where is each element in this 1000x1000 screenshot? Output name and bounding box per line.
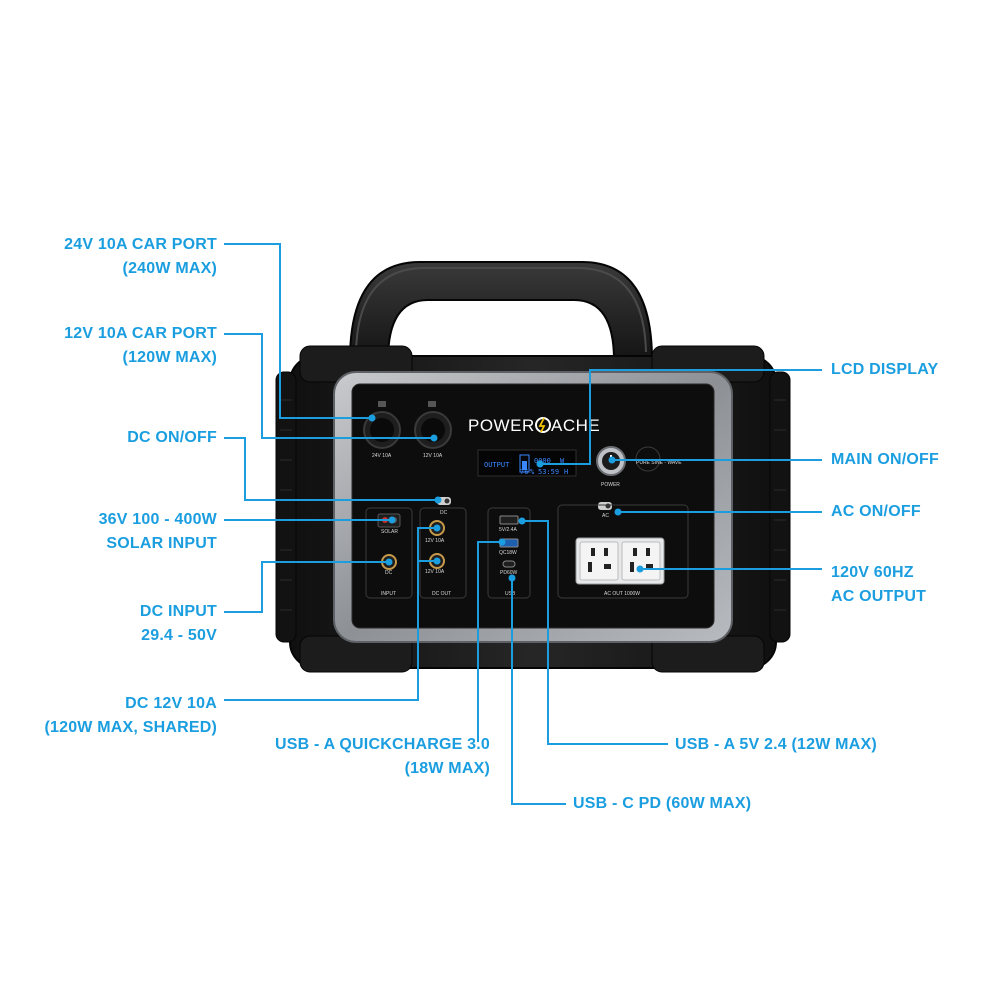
callout-dc-out: DC 12V 10A (120W MAX, SHARED) xyxy=(44,692,217,740)
callout-car-port-24v-line1: 24V 10A CAR PORT xyxy=(64,236,217,253)
callout-solar-input: 36V 100 - 400W SOLAR INPUT xyxy=(99,508,217,556)
dc-out-group xyxy=(419,507,467,599)
callout-car-port-24v-line2: (240W MAX) xyxy=(122,260,217,277)
usb-a-label: 5V/2.4A xyxy=(499,527,517,533)
svg-text:76: 76 xyxy=(520,468,528,476)
dc-out-2-label: 12V 10A xyxy=(425,569,445,575)
callout-usb-qc: USB - A QUICKCHARGE 3.0 (18W MAX) xyxy=(275,733,490,781)
callout-car-port-12v: 12V 10A CAR PORT (120W MAX) xyxy=(64,322,217,370)
callout-usb-c-line1: USB - C PD (60W MAX) xyxy=(573,795,752,812)
callout-ac-onoff: AC ON/OFF xyxy=(831,500,921,524)
callout-main-onoff-line1: MAIN ON/OFF xyxy=(831,451,939,468)
leader-lines xyxy=(224,243,822,805)
callout-ac-output-line1: 120V 60HZ xyxy=(831,564,914,581)
svg-text:OUTPUT: OUTPUT xyxy=(484,461,510,469)
callout-ac-output-line2: AC OUTPUT xyxy=(831,588,927,605)
car-port-12v-label: 12V 10A xyxy=(423,453,443,459)
ac-switch-label: AC xyxy=(602,513,609,519)
svg-text:POWER: POWER xyxy=(468,416,535,435)
callout-dc-out-line1: DC 12V 10A xyxy=(125,695,217,712)
ac-out-group xyxy=(557,504,689,599)
callout-usb-a: USB - A 5V 2.4 (12W MAX) xyxy=(675,733,877,757)
usb-a-port[interactable] xyxy=(499,515,519,525)
dc-out-group-label: DC OUT xyxy=(432,591,451,597)
callout-usb-c: USB - C PD (60W MAX) xyxy=(573,792,751,816)
callout-ac-onoff-line1: AC ON/OFF xyxy=(831,503,921,520)
svg-text:W: W xyxy=(560,457,565,465)
callout-dc-out-line2: (120W MAX, SHARED) xyxy=(44,719,217,736)
ac-outlet-panel[interactable] xyxy=(575,537,665,585)
usb-c-label: PD60W xyxy=(500,570,518,576)
usb-group-label: USB xyxy=(505,591,516,597)
callout-lcd-line1: LCD DISPLAY xyxy=(831,361,939,378)
input-group xyxy=(365,507,413,599)
callout-dc-input: DC INPUT 29.4 - 50V xyxy=(140,600,217,648)
device-body xyxy=(275,345,791,673)
callout-car-port-24v: 24V 10A CAR PORT (240W MAX) xyxy=(64,233,217,281)
svg-text:0000: 0000 xyxy=(534,457,551,465)
power-label: POWER xyxy=(601,482,620,488)
svg-text:53:59: 53:59 xyxy=(538,468,559,476)
svg-text:ACHE: ACHE xyxy=(551,416,600,435)
dc-out-1-label: 12V 10A xyxy=(425,538,445,544)
callout-dc-onoff-line1: DC ON/OFF xyxy=(127,429,217,446)
car-port-24v-label: 24V 10A xyxy=(372,453,392,459)
callout-main-onoff: MAIN ON/OFF xyxy=(831,448,939,472)
callout-usb-qc-line2: (18W MAX) xyxy=(404,760,490,777)
callout-usb-qc-line1: USB - A QUICKCHARGE 3.0 xyxy=(275,736,490,753)
callout-solar-line1: 36V 100 - 400W xyxy=(98,511,217,528)
sine-label: PURE SINE - WAVE xyxy=(636,460,682,466)
callout-dc-onoff: DC ON/OFF xyxy=(127,426,217,450)
input-group-label: INPUT xyxy=(381,591,396,597)
callout-car-port-12v-line2: (120W MAX) xyxy=(122,349,217,366)
callout-dc-input-line2: 29.4 - 50V xyxy=(141,627,217,644)
ac-out-label: AC OUT 1000W xyxy=(604,591,640,597)
dc-switch-label: DC xyxy=(440,510,448,516)
callout-solar-line2: SOLAR INPUT xyxy=(106,535,217,552)
carry-handle[interactable] xyxy=(348,261,654,361)
callout-dc-input-line1: DC INPUT xyxy=(139,603,217,620)
solar-port-label: SOLAR xyxy=(381,529,398,535)
leader-dots xyxy=(368,414,644,582)
callout-lcd-display: LCD DISPLAY xyxy=(831,358,938,382)
brand-logo: POWER ACHE xyxy=(468,416,600,435)
dc-input-label: DC xyxy=(385,570,393,576)
callout-ac-output: 120V 60HZ AC OUTPUT xyxy=(831,561,926,609)
usb-qc-label: QC18W xyxy=(499,550,517,556)
callout-car-port-12v-line1: 12V 10A CAR PORT xyxy=(64,325,217,342)
svg-text:%: % xyxy=(530,468,535,476)
ac-switch[interactable] xyxy=(598,502,612,510)
callout-usb-a-line1: USB - A 5V 2.4 (12W MAX) xyxy=(675,736,877,753)
svg-text:H: H xyxy=(564,468,568,476)
usb-c-port[interactable] xyxy=(502,560,516,568)
usb-group xyxy=(487,507,531,599)
